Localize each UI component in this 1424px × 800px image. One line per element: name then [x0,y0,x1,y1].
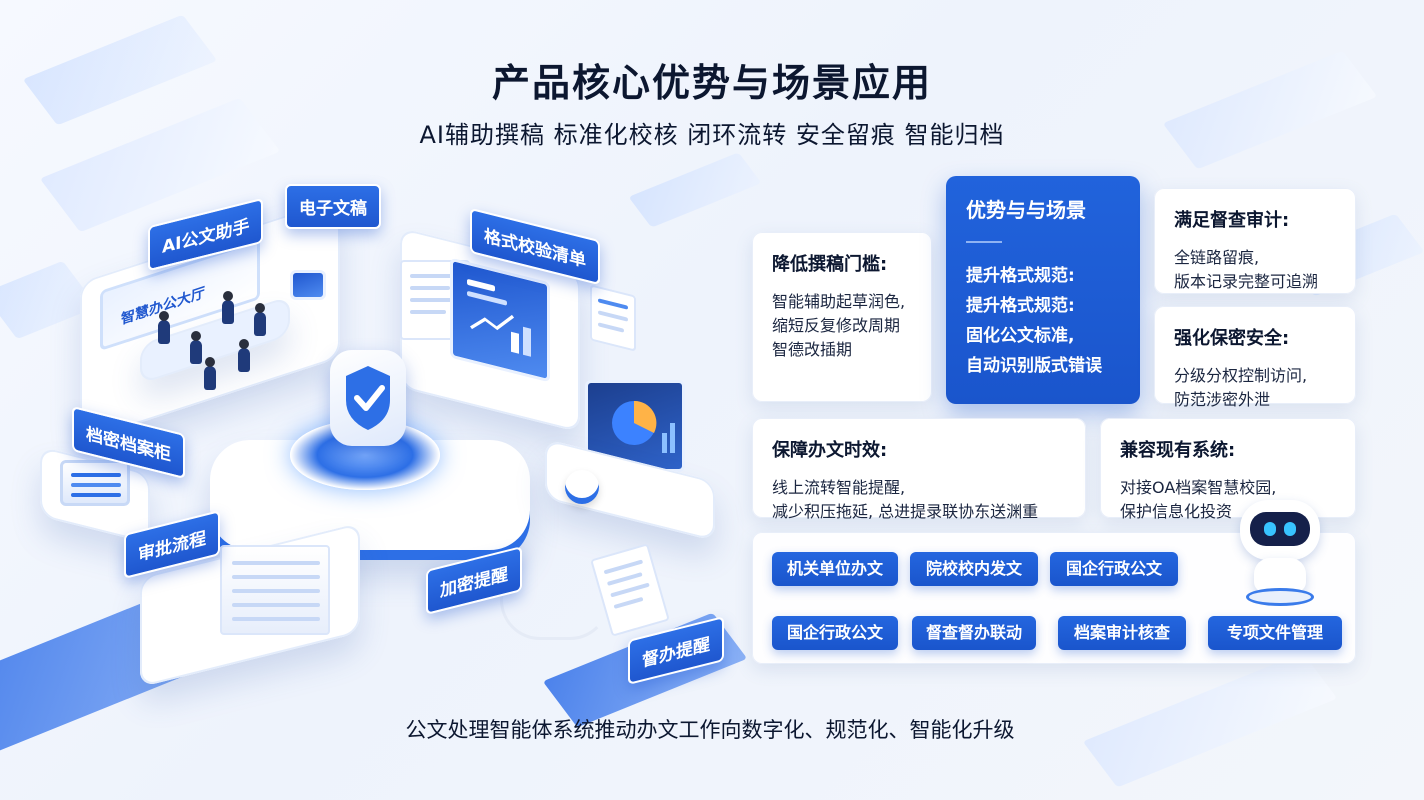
page-title: 产品核心优势与场景应用 [491,61,932,105]
scenario-pill: 档案审计核查 [1058,616,1186,650]
card-timeliness: 保障办文时效: 线上流转智能提醒, 减少积压拖延, 总进提录联协东送渊重 [752,418,1086,521]
person-figure [222,291,234,324]
scenario-pill: 国企行政公文 [1050,552,1178,586]
card-line: 减少积压拖延, 总进提录联协东送渊重 [772,502,1039,521]
tag-electronic-doc: 电子文稿 [285,184,381,229]
pie-chart-icon [612,400,675,453]
card-featured-advantages: 优势与与场景 提升格式规范: 提升格式规范: 固化公文标准, 自动识别版式错误 [946,176,1140,404]
featured-divider [966,241,1002,243]
scenario-pill: 督查督办联动 [912,616,1036,650]
person-figure [254,303,266,336]
shield-pedestal [330,350,406,446]
card-line: 线上流转智能提醒, [772,478,906,497]
checklist-card [590,284,636,352]
card-security: 强化保密安全: 分级分权控制访问, 防范涉密外泄 [1154,306,1356,409]
person-figure [204,357,216,390]
card-title: 强化保密安全: [1174,328,1290,349]
server-rack-icon [220,545,330,635]
featured-line: 自动识别版式错误 [966,356,1102,376]
chart-icon [467,279,531,357]
card-line: 全链路留痕, [1174,248,1260,267]
monitor [290,270,326,300]
card-line: 版本记录完整可追溯 [1174,272,1319,291]
card-line: 智能辅助起草润色, [772,292,906,311]
robot-mascot-icon [1232,490,1328,610]
scenario-pill: 机关单位办文 [772,552,898,586]
card-title: 兼容现有系统: [1120,440,1236,461]
featured-title: 优势与与场景 [966,198,1086,222]
card-line: 防范涉密外泄 [1174,390,1271,409]
card-line: 分级分权控制访问, [1174,366,1308,385]
card-compatibility: 兼容现有系统: 对接OA档案智慧校园, 保护信息化投资 [1100,418,1356,521]
person-figure [238,339,250,372]
scenario-pill: 院校校内发文 [910,552,1038,586]
featured-line: 提升格式规范: [966,296,1075,316]
card-audit: 满足督查审计: 全链路留痕, 版本记录完整可追溯 [1154,188,1356,294]
shield-check-icon [346,366,390,430]
person-figure [158,311,170,344]
card-line: 对接OA档案智慧校园, [1120,478,1277,497]
archive-cabinet-icon [60,460,130,506]
scenario-pill: 国企行政公文 [772,616,898,650]
card-line: 智德改插期 [772,340,853,359]
smart-speaker [565,470,599,504]
card-title: 降低撰稿门槛: [772,254,888,275]
page-subtitle: AI辅助撰稿 标准化校核 闭环流转 安全留痕 智能归档 [419,121,1005,149]
card-title: 满足督查审计: [1174,210,1290,231]
card-title: 保障办文时效: [772,440,888,461]
scenario-pill: 专项文件管理 [1208,616,1342,650]
card-lower-threshold: 降低撰稿门槛: 智能辅助起草润色, 缩短反复修改周期 智德改插期 [752,232,932,402]
featured-line: 固化公文标准, [966,326,1075,346]
card-line: 缩短反复修改周期 [772,316,901,335]
illustration-scene: 智慧办公大厅 [0,170,740,710]
footer-text: 公文处理智能体系统推动办文工作向数字化、规范化、智能化升级 [405,718,1015,742]
footer-tagline: 公文处理智能体系统推动办文工作向数字化、规范化、智能化升级 [0,714,1424,744]
featured-line: 提升格式规范: [966,266,1075,286]
chart-screen [450,257,550,383]
card-line: 保护信息化投资 [1120,502,1233,521]
person-figure [190,331,202,364]
